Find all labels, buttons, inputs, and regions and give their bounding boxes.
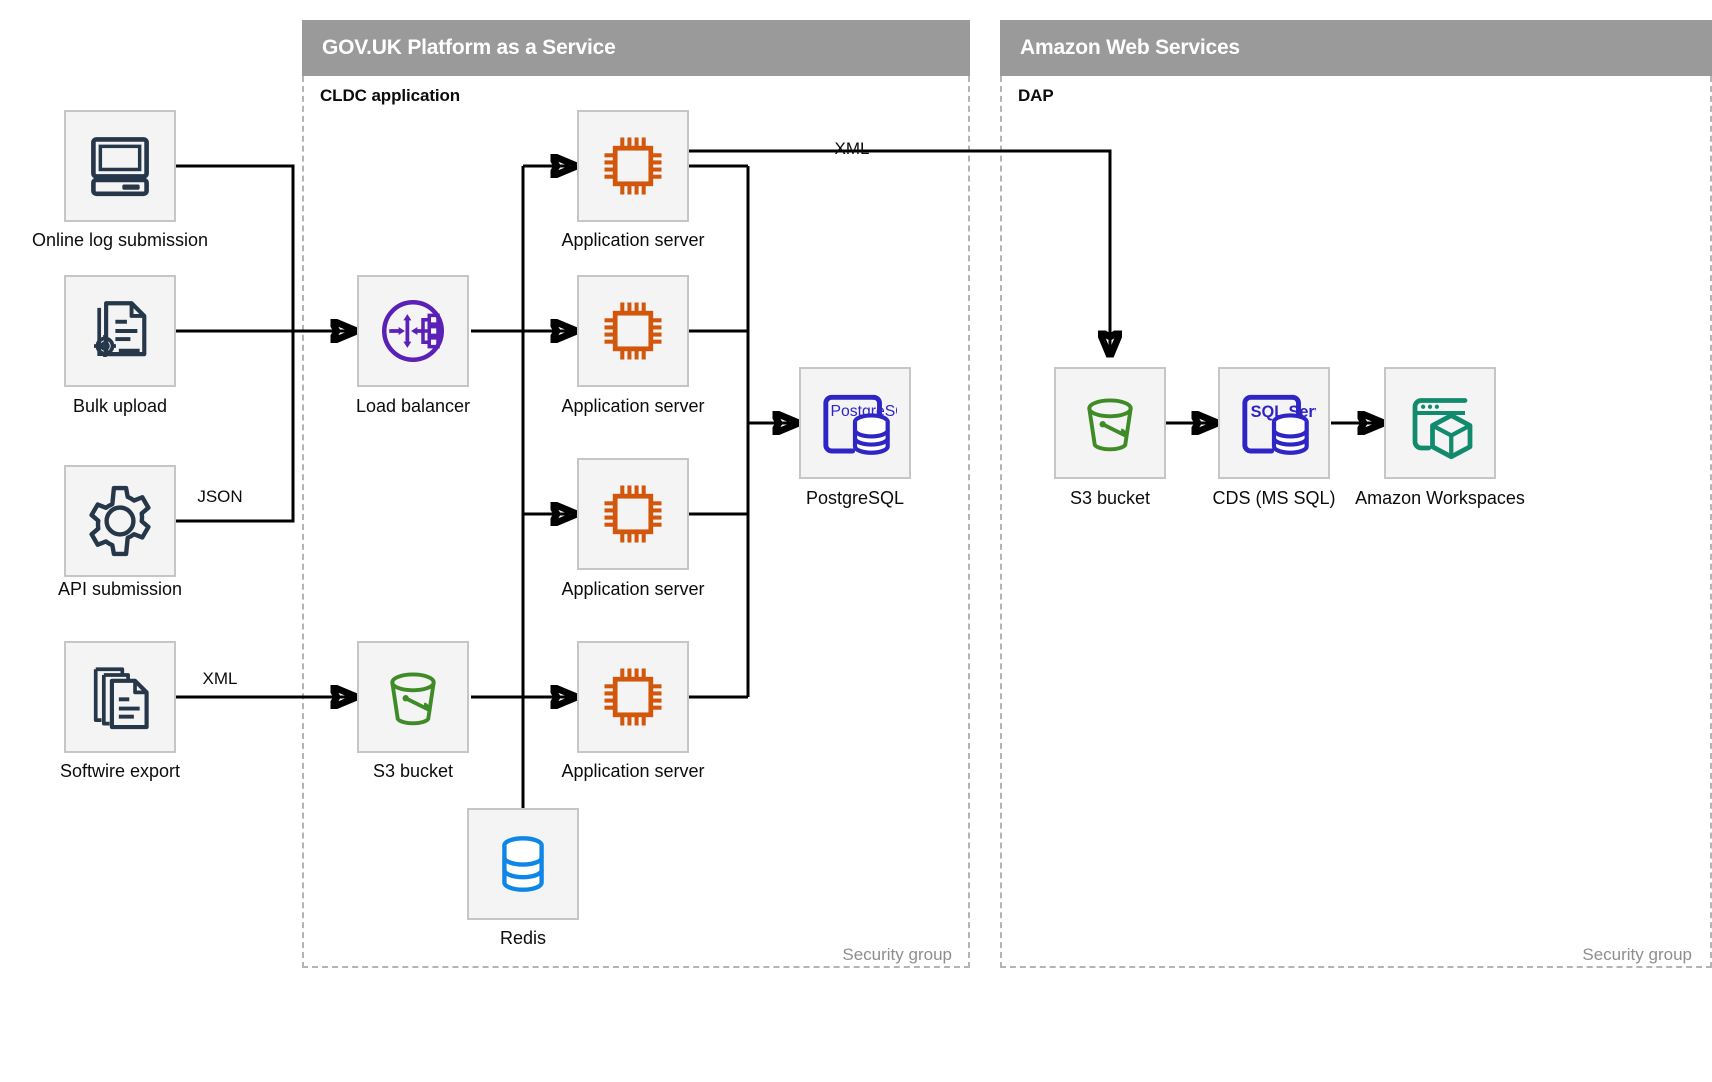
subtitle-cldc-application: CLDC application — [320, 86, 461, 105]
security-group-label-paas: Security group — [842, 945, 952, 964]
group-title-aws: Amazon Web Services — [1020, 36, 1240, 59]
application-server-2-tile[interactable] — [577, 275, 689, 387]
redis-label: Redis — [499, 928, 547, 948]
security-group-label-aws: Security group — [1582, 945, 1692, 964]
subtitle-dap: DAP — [1018, 86, 1054, 105]
paas-s3-bucket-label: S3 bucket — [372, 761, 454, 781]
security-group-box-paas — [302, 76, 970, 968]
gear-icon — [89, 485, 151, 557]
postgresql-tile[interactable]: PostgreSQL — [799, 367, 911, 479]
postgresql-database-icon: PostgreSQL — [823, 394, 897, 455]
edge-label-xml-to-s3: XML — [834, 139, 870, 158]
cpu-chip-icon — [604, 137, 662, 195]
bulk-upload-label: Bulk upload — [72, 396, 168, 416]
group-header-paas: GOV.UK Platform as a Service — [302, 20, 970, 76]
aws-s3-bucket-label: S3 bucket — [1069, 488, 1151, 508]
load-balancer-label: Load balancer — [355, 396, 471, 416]
group-title-paas: GOV.UK Platform as a Service — [322, 36, 616, 59]
application-server-1-label: Application server — [561, 230, 705, 250]
group-header-aws: Amazon Web Services — [1000, 20, 1712, 76]
desktop-computer-icon — [91, 137, 149, 197]
bulk-upload-tile[interactable] — [64, 275, 176, 387]
application-server-1-tile[interactable] — [577, 110, 689, 222]
postgresql-label: PostgreSQL — [805, 488, 905, 508]
softwire-export-label: Softwire export — [59, 761, 181, 781]
bucket-icon — [390, 672, 436, 726]
application-server-2-label: Application server — [561, 396, 705, 416]
cds-ms-sql-label: CDS (MS SQL) — [1212, 488, 1336, 508]
cpu-chip-icon — [604, 302, 662, 360]
application-server-4-tile[interactable] — [577, 641, 689, 753]
cpu-chip-icon — [604, 668, 662, 726]
amazon-workspaces-tile[interactable] — [1384, 367, 1496, 479]
workspaces-cube-icon — [1412, 398, 1473, 460]
database-cylinder-icon — [502, 836, 544, 892]
api-submission-tile[interactable] — [64, 465, 176, 577]
application-server-3-tile[interactable] — [577, 458, 689, 570]
amazon-workspaces-label: Amazon Workspaces — [1355, 488, 1525, 508]
security-group-box-aws — [1000, 76, 1712, 968]
softwire-export-tile[interactable] — [64, 641, 176, 753]
application-server-4-label: Application server — [561, 761, 705, 781]
edge-label-json: JSON — [197, 487, 243, 506]
aws-s3-bucket-tile[interactable] — [1054, 367, 1166, 479]
cds-ms-sql-tile[interactable]: SQL Server — [1218, 367, 1330, 479]
cpu-chip-icon — [604, 485, 662, 543]
paas-s3-bucket-tile[interactable] — [357, 641, 469, 753]
load-balancer-tile[interactable] — [357, 275, 469, 387]
load-balancer-icon — [382, 300, 444, 362]
application-server-3-label: Application server — [561, 579, 705, 599]
edge-label-xml-softwire: XML — [202, 669, 238, 688]
online-log-submission-tile[interactable] — [64, 110, 176, 222]
bucket-icon — [1087, 398, 1133, 452]
api-submission-label: API submission — [57, 579, 183, 599]
documents-stack-icon — [93, 667, 149, 730]
document-gear-icon — [93, 301, 147, 358]
redis-tile[interactable] — [467, 808, 579, 920]
sql-server-database-icon: SQL Server — [1242, 394, 1316, 455]
online-log-submission-label: Online log submission — [31, 230, 209, 250]
